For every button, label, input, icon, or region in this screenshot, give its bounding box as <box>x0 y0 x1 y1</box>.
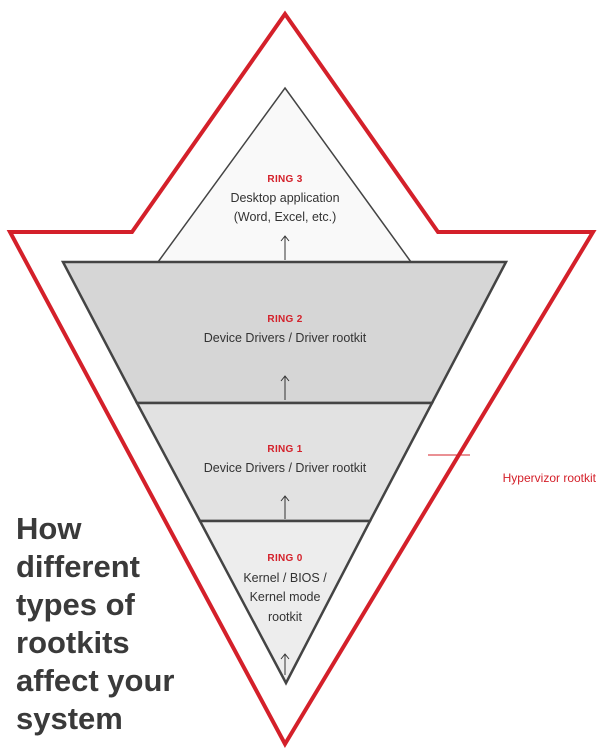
headline-line: different <box>16 549 140 584</box>
headline-line: How <box>16 511 82 546</box>
arrow-up-ring1 <box>280 495 290 519</box>
ring-0-line-1: Kernel / BIOS / <box>243 571 327 585</box>
ring-1-title: RING 1 <box>267 444 302 455</box>
ring-2-title: RING 2 <box>267 314 302 325</box>
hypervisor-label: Hypervizor rootkit <box>503 471 597 485</box>
headline: How different types of rootkits affect y… <box>16 510 206 738</box>
ring-1-line-1: Device Drivers / Driver rootkit <box>204 461 367 475</box>
ring-0-line-3: rootkit <box>268 610 303 624</box>
ring-3-line-1: Desktop application <box>230 191 339 205</box>
arrow-up-ring3 <box>280 235 290 260</box>
ring-2-line-1: Device Drivers / Driver rootkit <box>204 331 367 345</box>
ring-0-title: RING 0 <box>267 553 302 564</box>
headline-line: types of <box>16 587 135 622</box>
headline-line: rootkits <box>16 625 130 660</box>
headline-line: affect your <box>16 663 175 698</box>
arrow-up-ring2 <box>280 375 290 400</box>
headline-line: system <box>16 701 123 736</box>
ring-0-area <box>197 519 373 686</box>
ring-0-line-2: Kernel mode <box>250 590 321 604</box>
ring-3-title: RING 3 <box>267 174 302 185</box>
ring-3-line-2: (Word, Excel, etc.) <box>234 210 337 224</box>
arrow-up-ring0 <box>280 653 290 675</box>
